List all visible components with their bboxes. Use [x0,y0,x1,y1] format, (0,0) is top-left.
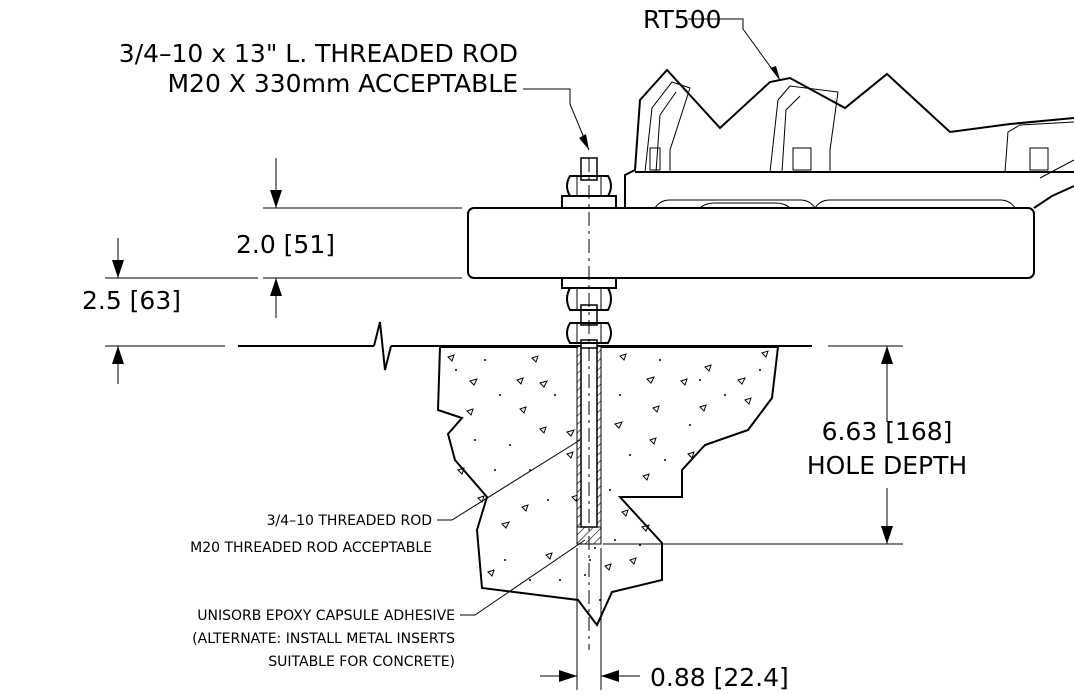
leader-lines [437,18,781,616]
embedded-rod-line1: 3/4–10 THREADED ROD [267,513,432,529]
hole-depth-dim: 6.63 [168] [822,417,953,446]
product-label: RT500 [643,5,722,34]
hole-depth-label: HOLE DEPTH [807,451,967,480]
concrete-outline [436,346,780,627]
hole-diameter-dim: 0.88 [22.4] [650,663,789,692]
adhesive-line3: SUITABLE FOR CONCRETE) [268,654,455,670]
dim-hole-depth [603,345,903,545]
hex-nut-middle [566,287,612,311]
concrete-section [436,346,780,627]
hex-nut-bottom [566,322,612,344]
dim-hole-diameter [540,548,640,690]
rod-spec-line2: M20 X 330mm ACCEPTABLE [167,69,518,98]
standoff-dim: 2.5 [63] [82,286,181,315]
concrete-stipple [455,359,761,601]
plate-thickness-dim: 2.0 [51] [236,230,335,259]
concrete-aggregate [447,350,769,577]
base-plate [467,207,1035,279]
adhesive-line2: (ALTERNATE: INSTALL METAL INSERTS [192,631,455,647]
rt500-mount [624,68,1074,209]
adhesive-line1: UNISORB EPOXY CAPSULE ADHESIVE [197,608,455,624]
rod-spec-line1: 3/4–10 x 13" L. THREADED ROD [119,39,518,68]
ground-line [238,321,812,371]
embedded-rod-line2: M20 THREADED ROD ACCEPTABLE [190,540,432,556]
dim-standoff [105,238,258,384]
dim-plate-thickness [263,158,462,318]
